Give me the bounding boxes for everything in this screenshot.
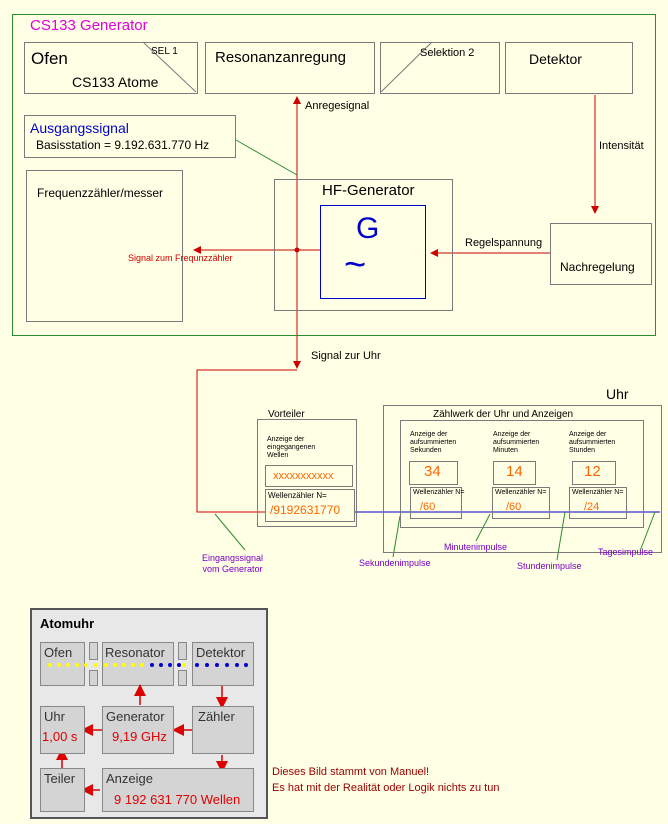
vorteiler-zaehler — [265, 489, 355, 522]
ofen-box — [24, 42, 198, 94]
ausgang-basis: Basisstation = 9.192.631.770 Hz — [36, 138, 210, 152]
nachregelung-box — [550, 223, 652, 285]
vorteiler-anzeige-value: xxxxxxxxxxx — [273, 470, 334, 482]
stunden-label: Anzeige der aufsummierten Stunden — [569, 431, 616, 455]
frequenzzaehler-box — [26, 170, 183, 322]
sine-wave-icon: ~ — [344, 244, 367, 286]
ausgang-title: Ausgangssignal — [30, 120, 129, 136]
atomuhr-zaehler-box — [192, 706, 254, 754]
resonanz-label: Resonanzanregung — [215, 49, 346, 66]
atomuhr-anzeige-value: 9 192 631 770 Wellen — [114, 792, 241, 807]
atomuhr-uhr-value: 1,00 s — [42, 729, 78, 744]
slit-top-left — [89, 642, 98, 660]
slit-top-right — [178, 642, 187, 660]
ofen-title: Ofen — [31, 49, 68, 68]
atomuhr-generator-box — [102, 706, 174, 754]
intensitaet-label: Intensität — [599, 140, 644, 152]
vorteiler-box — [257, 419, 357, 527]
selektion-label: Selektion 2 — [420, 47, 475, 59]
atomuhr-uhr-box — [40, 706, 85, 754]
atomuhr-generator: Generator — [106, 709, 165, 724]
credit-line-2: Es hat mit der Realität oder Logik nicht… — [272, 782, 500, 794]
atomuhr-teiler-box — [40, 768, 85, 812]
minuten-counter — [492, 487, 550, 519]
minutenimpulse-note: Minutenimpulse — [444, 542, 508, 552]
signal-zaehler-label: Signal zum Frequnzzähler — [128, 253, 233, 263]
sekunden-value: 34 — [424, 463, 441, 480]
sekunden-display — [409, 461, 458, 485]
stunden-value: 12 — [584, 463, 601, 480]
atomuhr-title: Atomuhr — [40, 616, 95, 631]
stunden-counter — [569, 487, 627, 519]
sekunden-counter-label: Wellenzähler N= — [413, 489, 465, 496]
zaehlwerk-title: Zählwerk der Uhr und Anzeigen — [433, 409, 574, 420]
stunden-display — [572, 461, 616, 485]
slit-bottom-right — [178, 670, 187, 686]
hf-generator-box — [274, 179, 453, 311]
atomuhr-resonator: Resonator — [105, 645, 165, 660]
vorteiler-zaehler-label: Wellenzähler N= — [268, 491, 327, 500]
minuten-counter-value: /60 — [506, 501, 522, 513]
hf-generator-title: HF-Generator — [322, 182, 415, 199]
sekundenimpulse-note: Sekundenimpulse — [359, 558, 431, 568]
g-symbol: G — [356, 212, 380, 245]
atomuhr-detektor: Detektor — [196, 645, 246, 660]
selektion-box — [380, 42, 500, 94]
atomuhr-zaehler: Zähler — [198, 709, 235, 724]
g-symbol-box — [320, 205, 426, 299]
tagesimpulse-note: Tagesimpulse — [598, 547, 654, 557]
atomuhr-teiler: Teiler — [44, 771, 76, 786]
vorteiler-zaehler-value: /9192631770 — [270, 503, 341, 517]
signal-uhr-label: Signal zur Uhr — [311, 350, 381, 362]
atomuhr-anzeige: Anzeige — [106, 771, 153, 786]
stundenimpulse-note: Stundenimpulse — [517, 561, 582, 571]
sekunden-label: Anzeige der aufsummierten Sekunden — [410, 431, 457, 455]
resonanz-box — [205, 42, 375, 94]
atomuhr-generator-value: 9,19 GHz — [112, 729, 167, 744]
minuten-value: 14 — [506, 463, 523, 480]
uhr-title: Uhr — [606, 386, 629, 402]
atomuhr-uhr: Uhr — [44, 709, 65, 724]
anregesignal-label: Anregesignal — [305, 100, 370, 112]
atomuhr-anzeige-box — [102, 768, 254, 812]
atomuhr-detektor-box — [192, 642, 254, 686]
slit-bottom-left — [89, 670, 98, 686]
vorteiler-anzeige-label: Anzeige der eingegangenen Wellen — [267, 436, 316, 460]
signal-uhr-route — [196, 369, 297, 513]
minuten-label: Anzeige der aufsummierten Minuten — [493, 431, 540, 455]
uhr-panel — [383, 405, 662, 553]
vorteiler-title: Vorteiler — [268, 409, 305, 420]
minuten-counter-label: Wellenzähler N= — [495, 489, 547, 496]
ausgang-box — [24, 115, 236, 158]
atomuhr-ofen: Ofen — [44, 645, 73, 660]
detektor-box — [505, 42, 633, 94]
ofen-sel: SEL 1 — [151, 46, 178, 57]
eingangssignal-note: Eingangssignal vom Generator — [202, 553, 264, 574]
generator-title: CS133 Generator — [30, 17, 148, 34]
sekunden-counter-value: /60 — [420, 501, 436, 513]
zaehlwerk-box — [400, 420, 644, 528]
generator-panel — [12, 14, 656, 336]
nachregelung-label: Nachregelung — [560, 260, 635, 274]
stunden-counter-value: /24 — [584, 501, 600, 513]
ofen-sub: CS133 Atome — [72, 74, 159, 90]
frequenzzaehler-label: Frequenzzähler/messer — [37, 186, 164, 200]
regelspannung-label: Regelspannung — [465, 237, 543, 249]
credit-line-1: Dieses Bild stammt von Manuel! — [272, 766, 430, 778]
vorteiler-anzeige — [265, 465, 353, 487]
sekunden-counter — [410, 487, 462, 519]
detektor-label: Detektor — [529, 51, 582, 67]
stunden-counter-label: Wellenzähler N= — [572, 489, 624, 496]
minuten-display — [493, 461, 536, 485]
